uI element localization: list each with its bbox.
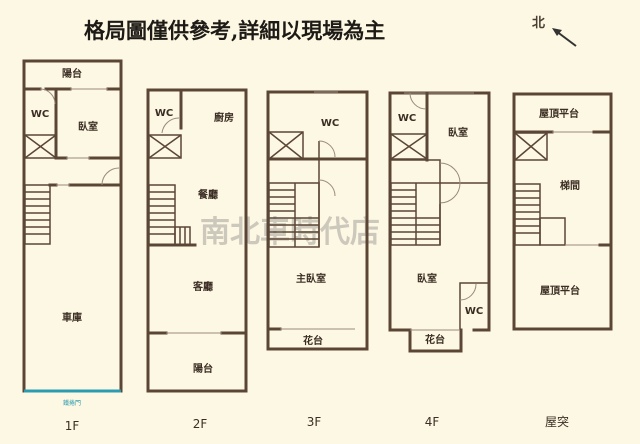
room-label: 客廳	[192, 280, 213, 293]
north-arrow-icon	[552, 28, 577, 47]
room-label: 臥室	[78, 120, 98, 133]
floor-label: 3F	[307, 415, 322, 429]
room-label: 屋頂平台	[540, 284, 580, 297]
plan-title: 格局圖僅供參考,詳細以現場為主	[84, 18, 385, 43]
room-label: 梯間	[560, 179, 580, 192]
room-label: 花台	[303, 334, 323, 347]
floor-3f: WC 主臥室 花台 3F	[266, 90, 369, 429]
room-label: WC	[398, 113, 416, 124]
room-label: 主臥室	[296, 272, 326, 285]
room-label: WC	[155, 108, 173, 119]
floor-4f: WC 臥室 臥室 WC 花台 4F	[388, 91, 491, 429]
floor-label: 2F	[193, 417, 208, 431]
room-label: WC	[31, 109, 49, 120]
floor-1f: 陽台 WC 臥室 車庫 鐵捲門 1F	[22, 59, 123, 433]
room-label: 臥室	[448, 126, 468, 139]
room-label: WC	[465, 306, 483, 317]
room-label: 餐廳	[197, 188, 218, 201]
floor-label: 屋突	[545, 414, 569, 429]
floor-2f: WC 廚房 餐廳 客廳 陽台 2F	[146, 88, 248, 431]
rolling-door-label: 鐵捲門	[63, 399, 81, 407]
floor-label: 4F	[425, 415, 440, 429]
floor-label: 1F	[65, 419, 80, 433]
room-label: 臥室	[417, 272, 437, 285]
room-label: 花台	[425, 333, 445, 346]
north-label: 北	[532, 16, 545, 31]
floor-roof: 屋頂平台 梯間 屋頂平台 屋突	[512, 92, 613, 429]
room-label: 陽台	[62, 67, 82, 80]
north-indicator: 北	[532, 16, 577, 47]
room-label: 陽台	[193, 362, 213, 375]
room-label: 屋頂平台	[539, 107, 579, 120]
room-label: 車庫	[62, 311, 82, 324]
room-label: 廚房	[214, 111, 234, 124]
room-label: WC	[321, 118, 339, 129]
